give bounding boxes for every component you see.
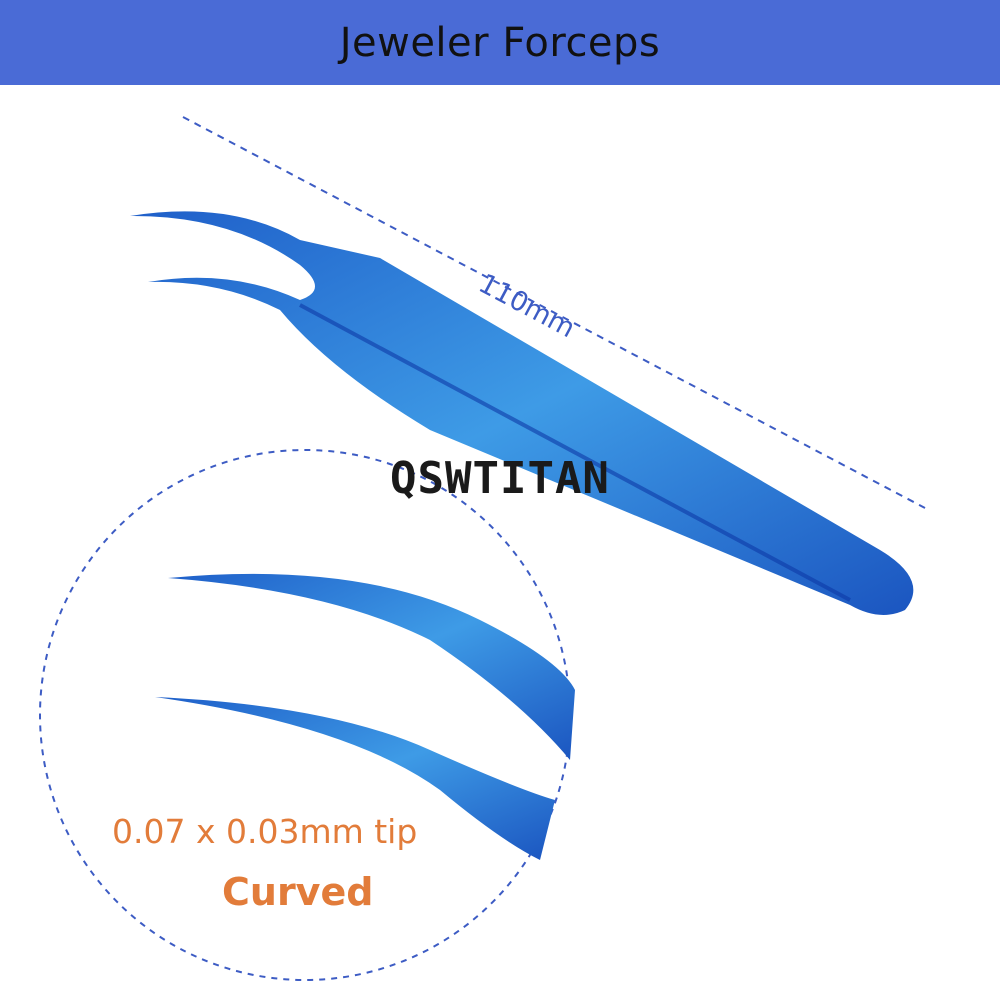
page-title: Jeweler Forceps	[339, 19, 661, 66]
tip-size-label: 0.07 x 0.03mm tip	[112, 812, 418, 851]
zoomed-tips-image	[155, 573, 575, 860]
tip-shape-label: Curved	[222, 870, 374, 914]
forceps-image	[130, 211, 914, 615]
title-banner: Jeweler Forceps	[0, 0, 1000, 85]
length-dimension-line	[182, 116, 926, 509]
brand-watermark: QSWTITAN	[390, 453, 610, 504]
